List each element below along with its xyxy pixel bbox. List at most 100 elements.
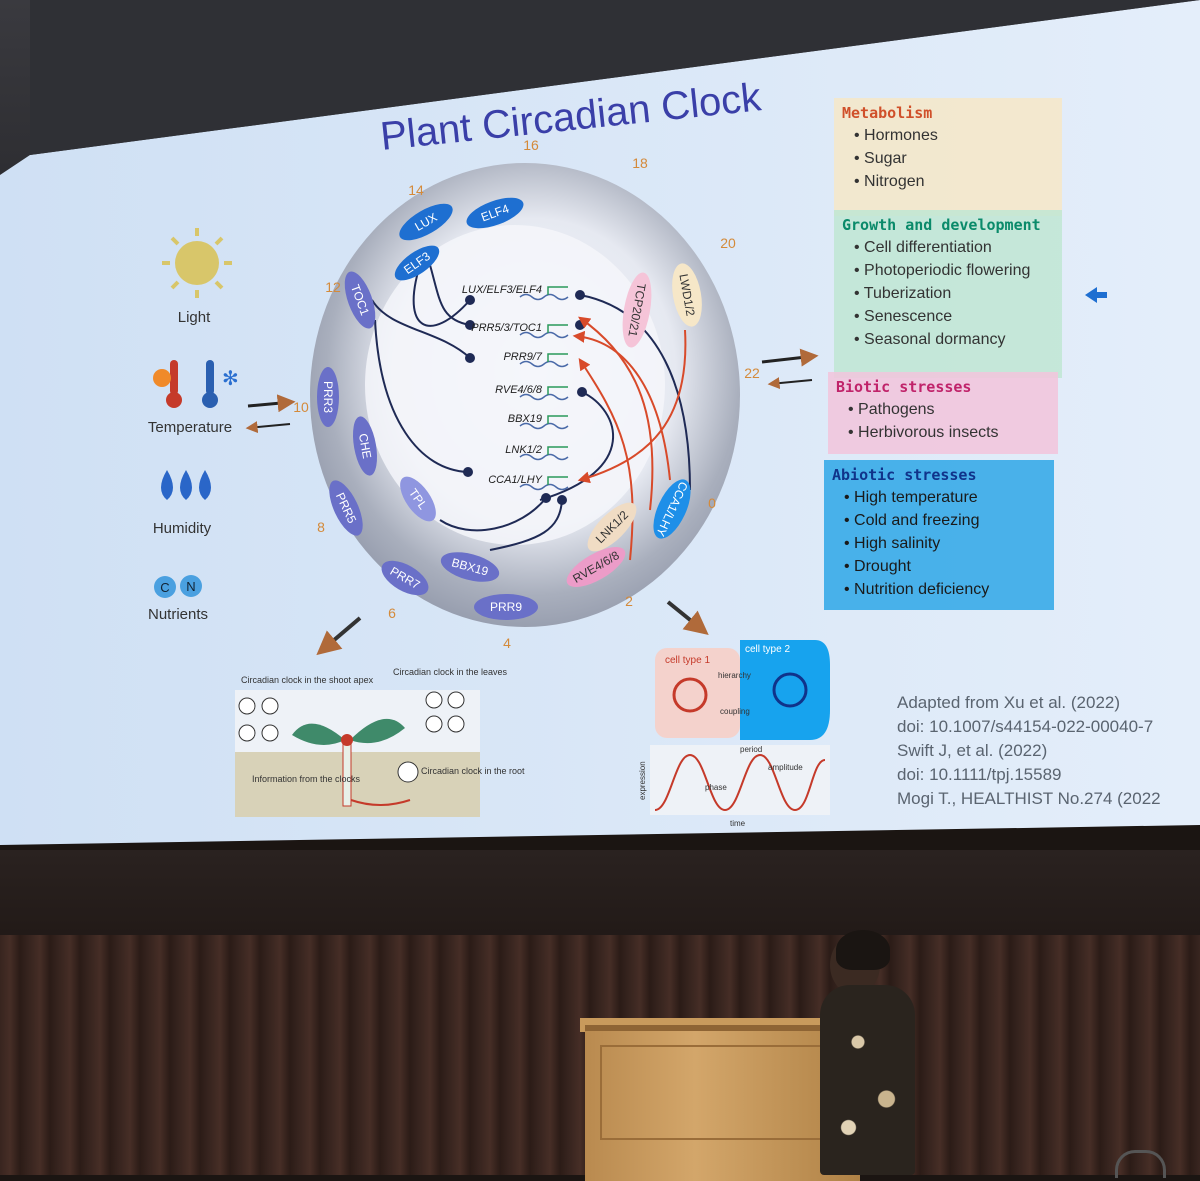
thermometer-icon: ✻: [153, 360, 239, 408]
svg-text:PRR9: PRR9: [490, 600, 522, 614]
leaf-left: [292, 723, 345, 745]
water-drops-icon: [161, 470, 211, 500]
clock-genes: LUX/ELF3/ELF4PRR5/3/TOC1PRR9/7RVE4/6/8BB…: [462, 284, 569, 491]
gene-cca1-lhy: CCA1/LHY: [488, 474, 569, 491]
cell-type-2-label: cell type 2: [745, 644, 790, 655]
svg-text:• Tuberization: • Tuberization: [854, 285, 951, 302]
arrow-to-cells: [666, 600, 709, 636]
svg-text:• Seasonal dormancy: • Seasonal dormancy: [854, 331, 1005, 348]
output-abiotic-stresses: Abiotic stresses • High temperature • Cold…: [824, 460, 1054, 610]
expression-curve: [654, 753, 826, 812]
input-label-temperature: Temperature: [148, 419, 232, 436]
svg-text:CHE: CHE: [356, 432, 374, 459]
protein-che: CHE: [352, 416, 378, 476]
svg-text:• Cold and freezing: • Cold and freezing: [844, 512, 979, 529]
clock-hour-2: 2: [625, 593, 633, 609]
reference-line: doi: 10.1111/tpj.15589: [897, 765, 1061, 784]
svg-text:PRR5/3/TOC1: PRR5/3/TOC1: [471, 322, 542, 334]
references: Adapted from Xu et al. (2022)doi: 10.100…: [897, 693, 1161, 808]
root-label: Circadian clock in the root: [421, 766, 525, 776]
root-clock-icon: [397, 761, 419, 783]
gene-lux-elf3-elf4: LUX/ELF3/ELF4: [462, 284, 569, 301]
output-arrows: [761, 348, 819, 390]
svg-text:BBX19: BBX19: [508, 413, 542, 425]
svg-text:LNK1/2: LNK1/2: [505, 444, 542, 456]
svg-text:Growth and development: Growth and development: [842, 216, 1041, 234]
gene-rve4-6-8: RVE4/6/8: [495, 384, 569, 401]
clock-hour-20: 20: [720, 235, 736, 251]
repression-lines: [371, 264, 691, 551]
clock-hour-4: 4: [503, 635, 511, 651]
gene-prr5-3-toc1: PRR5/3/TOC1: [471, 322, 569, 339]
reference-line: Mogi T., HEALTHIST No.274 (2022: [897, 789, 1161, 808]
svg-text:• Pathogens: • Pathogens: [848, 401, 935, 418]
nutrient-nitrogen: N: [186, 579, 195, 594]
svg-text:PRR3: PRR3: [321, 381, 335, 413]
podium-panel: [600, 1045, 840, 1140]
cell-type-1-label: cell type 1: [665, 655, 710, 666]
protein-tpl: TPL: [400, 476, 436, 522]
leaves-label: Circadian clock in the leaves: [393, 667, 508, 677]
cell2-clock-icon: [772, 672, 808, 708]
leaf-right: [350, 718, 405, 744]
info-label: Information from the clocks: [252, 774, 361, 784]
nutrient-carbon: C: [160, 580, 169, 595]
clock-hour-10: 10: [293, 399, 309, 415]
leaf-clocks-icon: [425, 691, 465, 733]
shoot-apex-label: Circadian clock in the shoot apex: [241, 675, 374, 685]
input-label-humidity: Humidity: [153, 520, 212, 537]
gene-prr9-7: PRR9/7: [503, 351, 569, 368]
svg-text:LUX/ELF3/ELF4: LUX/ELF3/ELF4: [462, 284, 542, 296]
period-label: period: [740, 745, 762, 754]
activation-arrows: [572, 316, 687, 561]
clock-outputs: Metabolism• Hormones• Sugar• NitrogenGro…: [824, 98, 1062, 610]
plant-figure: Circadian clock in the shoot apex Circad…: [235, 667, 525, 817]
input-label-nutrients: Nutrients: [148, 606, 208, 623]
protein-rve4-6-8: RVE4/6/8: [566, 547, 626, 587]
svg-text:• High temperature: • High temperature: [844, 489, 978, 506]
clock-hour-6: 6: [388, 605, 396, 621]
svg-text:Abiotic stresses: Abiotic stresses: [832, 466, 977, 484]
svg-text:• Sugar: • Sugar: [854, 150, 907, 167]
clock-hour-22: 22: [744, 365, 760, 381]
cell1-clock-icon: [672, 677, 708, 713]
nutrients-icon: C N: [154, 575, 202, 598]
output-metabolism: Metabolism• Hormones• Sugar• Nitrogen: [834, 98, 1062, 216]
clock-hour-14: 14: [408, 182, 424, 198]
speaker: [820, 985, 915, 1175]
svg-text:• Nutrition deficiency: • Nutrition deficiency: [844, 581, 989, 598]
svg-text:• Herbivorous insects: • Herbivorous insects: [848, 424, 999, 441]
time-axis-label: time: [730, 819, 746, 828]
protein-lwd1-2: LWD1/2: [672, 263, 702, 327]
svg-text:• Drought: • Drought: [844, 558, 912, 575]
arrow-to-plant: [316, 616, 362, 656]
clock-hour-18: 18: [632, 155, 648, 171]
clock-hour-12: 12: [325, 279, 341, 295]
clock-hour-8: 8: [317, 519, 325, 535]
phase-label: phase: [705, 783, 727, 792]
protein-prr3: PRR3: [317, 367, 339, 427]
svg-text:• High salinity: • High salinity: [844, 535, 940, 552]
microphone: [1115, 1150, 1166, 1178]
protein-prr9: PRR9: [474, 594, 538, 620]
protein-tcp20-21: TCP20/21: [622, 272, 652, 348]
svg-text:Metabolism: Metabolism: [842, 104, 932, 122]
svg-text:Biotic stresses: Biotic stresses: [836, 378, 971, 396]
output-growth-and-development: Growth and development• Cell differentia…: [834, 210, 1062, 378]
svg-text:• Nitrogen: • Nitrogen: [854, 173, 925, 190]
podium: [585, 1025, 860, 1181]
input-arrows: [245, 394, 296, 434]
speaker-hair: [836, 930, 890, 970]
amplitude-label: amplitude: [768, 763, 803, 772]
protein-bbx19: BBX19: [440, 552, 500, 582]
output-biotic-stresses: Biotic stresses • Pathogens • Herbivorous …: [828, 372, 1058, 454]
svg-text:PRR9/7: PRR9/7: [503, 351, 542, 363]
svg-text:CCA1/LHY: CCA1/LHY: [488, 474, 542, 486]
svg-text:• Senescence: • Senescence: [854, 308, 952, 325]
reference-line: Adapted from Xu et al. (2022): [897, 693, 1120, 712]
slide: Plant Circadian Clock 161820220246810121…: [0, 0, 1200, 845]
stem: [342, 737, 352, 807]
